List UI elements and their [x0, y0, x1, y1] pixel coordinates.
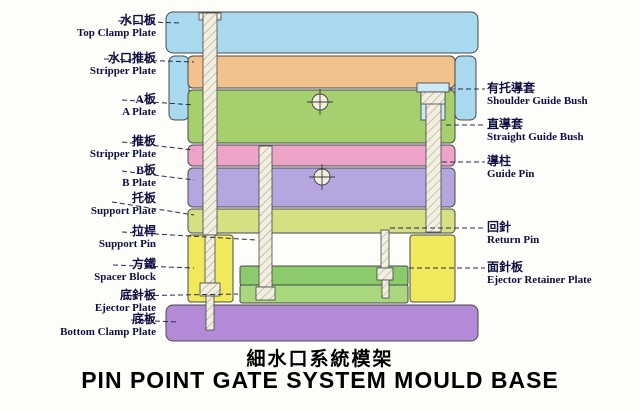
label-cn: 底針板: [119, 288, 156, 302]
label-en: Stripper Plate: [89, 148, 156, 160]
crosshair-marker: [307, 89, 333, 115]
label-en: Bottom Clamp Plate: [60, 326, 156, 338]
label-cn: 面針板: [487, 260, 524, 274]
leader-support-pin: [121, 231, 258, 241]
label-en: Spacer Block: [94, 271, 156, 283]
label-cn: 托板: [131, 191, 156, 205]
center-support-pin: [255, 145, 276, 301]
left-guide-bush-housing: [168, 55, 190, 121]
leader-ejector-plate: [121, 293, 239, 297]
leader-a-plate: [121, 99, 195, 106]
label-cn: B板: [135, 163, 156, 177]
leader-stripper-upper: [103, 58, 195, 63]
label-cn: 有托導套: [487, 81, 536, 95]
label-en: Stripper Plate: [89, 65, 156, 77]
label-cn: 回針: [487, 220, 512, 234]
right-guide-pin: [420, 91, 446, 233]
label-cn: 水口推板: [107, 51, 156, 65]
return-pin: [376, 229, 394, 299]
label-cn: A板: [135, 92, 156, 106]
title-chinese: 細水口系統模架: [246, 349, 394, 370]
leader-stripper-lower: [121, 141, 195, 151]
label-cn: 推板: [131, 134, 156, 148]
a-plate: [187, 89, 456, 144]
label-spacer-block: 方鐵 Spacer Block: [4, 258, 156, 284]
label-en: Straight Guide Bush: [487, 131, 584, 143]
label-top-clamp-plate: 水口板 Top Clamp Plate: [4, 14, 156, 40]
plates: [165, 11, 479, 342]
label-ejector-plate: 底針板 Ejector Plate: [4, 289, 156, 315]
label-support-plate: 托板 Support Plate: [4, 192, 156, 218]
label-en: Ejector Retainer Plate: [487, 274, 592, 286]
label-return-pin: 回針 Return Pin: [487, 221, 639, 247]
top-clamp-plate: [165, 11, 479, 54]
leader-b-plate: [121, 170, 195, 181]
label-ejector-retainer-plate: 面針板 Ejector Retainer Plate: [487, 261, 639, 287]
label-stripper-plate-lower: 推板 Stripper Plate: [4, 135, 156, 161]
label-cn: 直導套: [487, 117, 524, 131]
label-cn: 導柱: [487, 154, 512, 168]
label-straight-guide-bush: 直導套 Straight Guide Bush: [487, 118, 639, 144]
label-en: B Plate: [122, 177, 156, 189]
ejector-plate: [239, 284, 409, 304]
label-bottom-clamp-plate: 底板 Bottom Clamp Plate: [4, 313, 156, 339]
right-guide-bush-housing: [454, 55, 477, 121]
shoulder-guide-bush-flange: [416, 82, 450, 93]
pins: [198, 12, 446, 331]
label-en: Guide Pin: [487, 168, 535, 180]
label-en: Support Plate: [90, 205, 156, 217]
bottom-clamp-plate: [165, 304, 479, 342]
label-a-plate: A板 A Plate: [4, 93, 156, 119]
leader-spacer-block: [112, 264, 195, 269]
label-guide-pin: 導柱 Guide Pin: [487, 155, 639, 181]
b-plate: [187, 167, 456, 208]
spacer-block-right: [409, 234, 456, 303]
leader-support-plate: [111, 201, 195, 216]
label-en: Shoulder Guide Bush: [487, 95, 588, 107]
label-en: Return Pin: [487, 234, 540, 246]
label-cn: 拉桿: [131, 224, 156, 238]
label-stripper-plate-upper: 水口推板 Stripper Plate: [4, 52, 156, 78]
left-tie-rod: [198, 12, 222, 331]
support-plate: [187, 208, 456, 234]
label-en: Support Pin: [98, 238, 156, 250]
crosshair-markers: [307, 89, 335, 190]
label-shoulder-guide-bush: 有托導套 Shoulder Guide Bush: [487, 82, 639, 108]
crosshair-marker: [309, 164, 335, 190]
label-en: A Plate: [122, 106, 156, 118]
label-b-plate: B板 B Plate: [4, 164, 156, 190]
label-cn: 方鐵: [131, 257, 156, 271]
stripper-plate-lower: [187, 144, 456, 167]
label-support-pin: 拉桿 Support Pin: [4, 225, 156, 251]
label-cn: 底板: [131, 312, 156, 326]
label-en: Ejector Plate: [94, 302, 156, 314]
label-en: Top Clamp Plate: [76, 27, 156, 39]
leader-lines: [103, 20, 485, 323]
leader-top-clamp: [117, 20, 181, 24]
title-english: PIN POINT GATE SYSTEM MOULD BASE: [81, 367, 559, 393]
label-cn: 水口板: [119, 13, 156, 27]
stripper-plate-upper: [187, 55, 456, 89]
